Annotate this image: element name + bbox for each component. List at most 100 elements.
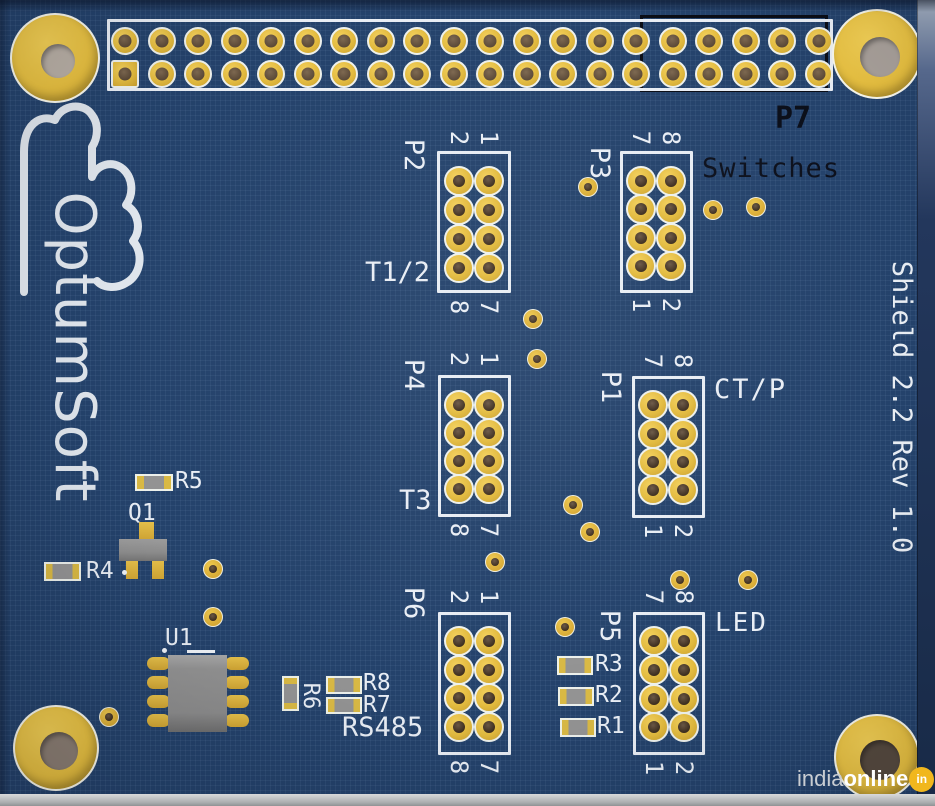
via-hole [105, 713, 113, 721]
header-pad [804, 60, 833, 88]
label-Switches: Switches [702, 153, 841, 184]
mounting-hole-bore [860, 740, 900, 780]
via-hole [744, 576, 752, 584]
board-edge-bottom [0, 794, 935, 806]
u1-pin-left [147, 657, 170, 670]
connector-pad-P3 [626, 223, 656, 253]
pad-hole [483, 175, 495, 187]
connector-pad-P6 [474, 655, 504, 685]
pad-hole [483, 721, 495, 733]
connector-outline-P3 [620, 151, 693, 293]
pad-hole [677, 484, 689, 496]
connector-pad-P4 [474, 418, 504, 448]
header-pad [111, 60, 139, 88]
ref-label-P6: P6 [398, 586, 430, 620]
via-hole [529, 315, 537, 323]
header-pad [293, 60, 322, 88]
header-connector-outline [107, 19, 833, 91]
connector-pad-P5 [639, 655, 669, 685]
pad-hole [483, 455, 495, 467]
pad-hole [593, 67, 606, 81]
connector-pad-P3 [656, 251, 686, 281]
resistor-R8 [326, 676, 362, 694]
connector-pad-P5 [639, 712, 669, 742]
connector-pad-P1 [668, 419, 698, 449]
resistor-R5 [135, 474, 173, 491]
via-hole [561, 623, 569, 631]
pad-hole [453, 427, 465, 439]
connector-pad-P2 [444, 224, 474, 254]
via [580, 522, 600, 542]
connector-pad-P2 [474, 224, 504, 254]
pad-hole [812, 67, 825, 81]
connector-pad-P4 [444, 446, 474, 476]
connector-pad-P5 [639, 684, 669, 714]
connector-pad-P5 [639, 626, 669, 656]
pin-number-P6: 7 [475, 759, 503, 775]
header-pad [111, 27, 139, 55]
pad-hole [635, 260, 647, 272]
connector-pad-P2 [474, 195, 504, 225]
ref-label-P2: P2 [398, 138, 430, 172]
header-pad [220, 60, 249, 88]
pad-hole [264, 67, 278, 81]
watermark-badge-icon: in [909, 766, 935, 792]
header-pad [622, 27, 650, 55]
pad-hole [301, 34, 314, 48]
pad-hole [191, 34, 205, 48]
header-pad [549, 60, 577, 88]
pad-hole [264, 34, 278, 48]
via-hole [752, 203, 760, 211]
pin-number-P4: 1 [475, 351, 503, 367]
via [738, 570, 758, 590]
pad-hole [337, 34, 351, 48]
header-pad [731, 27, 760, 55]
resistor-label-R6: R6 [298, 682, 323, 710]
header-pad [439, 60, 468, 88]
pad-hole [647, 399, 659, 411]
ref-label-P4: P4 [398, 358, 430, 392]
pad-hole [453, 664, 465, 676]
connector-pad-P3 [626, 194, 656, 224]
connector-outline-P2 [437, 151, 511, 293]
connector-pad-P1 [638, 419, 668, 449]
pad-hole [483, 34, 497, 48]
connector-outline-P6 [438, 612, 511, 755]
r4-dot [122, 570, 127, 575]
connector-pad-P4 [444, 474, 474, 504]
header-pad [293, 27, 322, 55]
via [555, 617, 575, 637]
via [99, 707, 119, 727]
pad-hole [453, 721, 465, 733]
pin-number-P1: 8 [669, 353, 697, 369]
connector-pad-P3 [656, 166, 686, 196]
header-pad [804, 27, 833, 55]
pad-hole [678, 721, 690, 733]
board-edge-right [917, 0, 935, 806]
q1-leg-right [152, 560, 164, 579]
pin-number-P5: 2 [670, 760, 698, 776]
header-pad [403, 60, 431, 88]
connector-pad-P2 [444, 253, 474, 283]
pad-hole [520, 34, 533, 48]
header-pad [731, 60, 760, 88]
pin-number-P3: 2 [657, 297, 685, 313]
q1-leg-left [126, 560, 138, 579]
pin-number-P1: 2 [669, 523, 697, 539]
pad-hole [635, 232, 647, 244]
resistor-label-R4: R4 [86, 558, 114, 584]
pin-number-P2: 1 [475, 130, 503, 146]
header-pad [585, 27, 614, 55]
via-hole [676, 576, 684, 584]
version-text: Shield 2.2 Rev 1.0 [886, 260, 918, 554]
pad-hole [301, 67, 314, 81]
pad-hole [520, 67, 533, 81]
header-pad [330, 27, 358, 55]
q1-body [119, 539, 167, 561]
mounting-hole-bottom-right [834, 714, 920, 800]
header-pad [366, 60, 395, 88]
pad-hole [648, 693, 660, 705]
connector-pad-P6 [474, 712, 504, 742]
pad-hole [677, 399, 689, 411]
